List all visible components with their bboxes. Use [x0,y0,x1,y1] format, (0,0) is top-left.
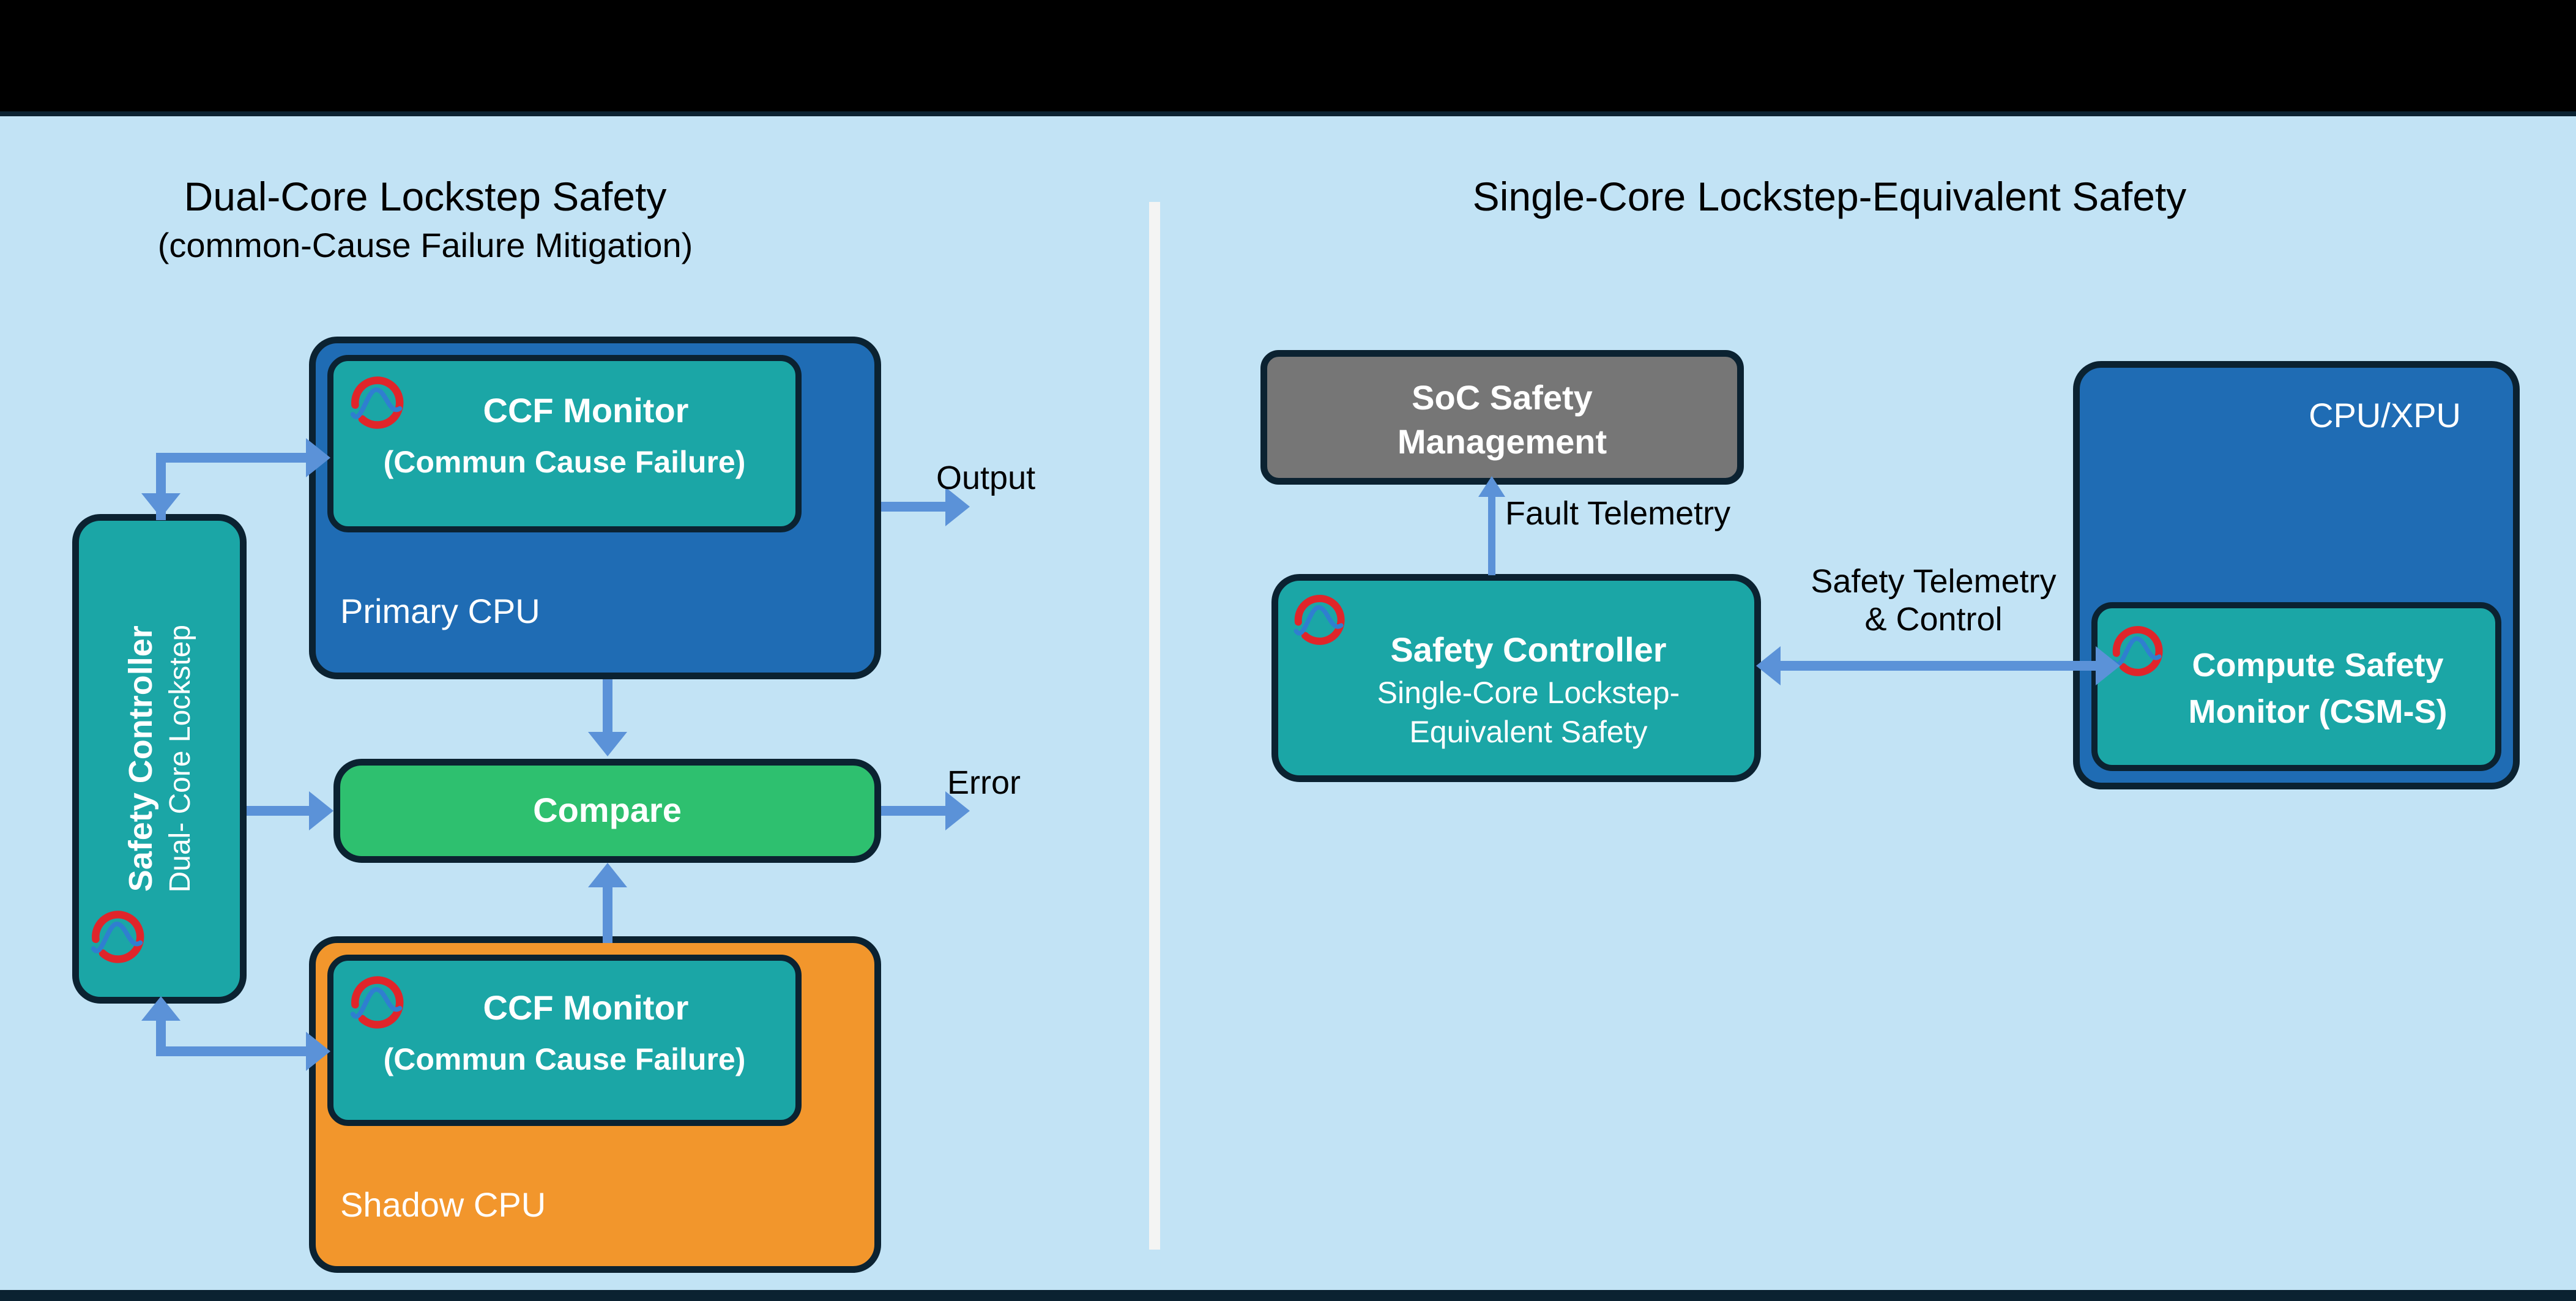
edge-error-label: Error [947,764,1021,801]
edge-safety-telemetry-label: Safety Telemetry & Control [1762,563,2105,638]
edge-sc-to-shadow-h [156,1046,321,1056]
edge-sc-to-compare-arrowhead [309,791,333,830]
single-core-safety-controller-box[interactable]: Safety Controller Single-Core Lockstep- … [1271,574,1761,782]
edge-sc-to-compare [247,806,313,816]
primary-ccf-monitor-subtitle: (Commun Cause Failure) [383,445,746,479]
edge-safety-telemetry-label-line1: Safety Telemetry [1811,563,2057,600]
safety-controller-title: Safety Controller [122,625,159,892]
edge-safety-telemetry-line [1781,661,2099,671]
soc-safety-management-line2: Management [1397,422,1607,461]
edge-shadow-to-compare-arrowhead [588,863,627,887]
edge-fault-telemetry-label: Fault Telemetry [1505,495,1731,532]
edge-output-line [881,502,948,512]
edge-primary-to-compare [603,679,612,738]
compute-safety-monitor-box[interactable]: Compute Safety Monitor (CSM-S) [2091,602,2501,771]
edge-output-label: Output [936,460,1036,496]
right-safety-controller-title: Safety Controller [1390,630,1667,669]
edge-fault-telemetry-line [1488,490,1495,575]
edge-safety-telemetry-label-line2: & Control [1864,600,2003,638]
shadow-ccf-monitor-subtitle: (Commun Cause Failure) [383,1042,746,1076]
edge-sc-to-primary-h [156,453,321,463]
edge-error-line [881,806,948,816]
top-black-band [0,0,2576,111]
primary-ccf-monitor-box[interactable]: CCF Monitor (Commun Cause Failure) [327,355,802,532]
shadow-ccf-monitor-title: CCF Monitor [483,988,689,1027]
compare-box[interactable]: Compare [333,759,881,863]
right-panel-title: Single-Core Lockstep-Equivalent Safety [1472,174,2187,219]
edge-safety-telemetry-arrowhead-right [2096,646,2120,685]
top-rule [0,111,2576,116]
compute-safety-monitor-line1: Compute Safety [2192,647,2444,684]
safety-wave-icon [347,972,406,1031]
edge-output-arrowhead [945,487,970,526]
edge-primary-to-compare-arrowhead [588,732,627,756]
edge-shadow-to-sc-arrowhead [141,996,181,1021]
primary-ccf-monitor-title: CCF Monitor [483,391,689,430]
primary-cpu-label: Primary CPU [340,592,540,630]
panel-divider [1149,202,1160,1250]
safety-wave-icon [2109,622,2165,678]
safety-controller-subtitle: Dual- Core Lockstep [163,625,196,893]
cpu-xpu-label: CPU/XPU [2309,396,2461,434]
edge-shadow-to-compare [603,884,612,943]
edge-fault-telemetry-arrowhead [1478,476,1505,497]
edge-error-arrowhead [945,791,970,830]
compute-safety-monitor-line2: Monitor (CSM-S) [2188,693,2448,730]
edge-sc-to-primary-arrowhead [306,438,330,477]
compare-label: Compare [533,791,682,829]
left-panel-title: Dual-Core Lockstep Safety [184,174,667,219]
right-safety-controller-subtitle-line1: Single-Core Lockstep- [1377,676,1680,710]
shadow-ccf-monitor-box[interactable]: CCF Monitor (Commun Cause Failure) [327,955,802,1126]
soc-safety-management-line1: SoC Safety [1412,378,1593,417]
edge-primary-to-sc-arrowhead [141,493,181,518]
safety-wave-icon [1290,591,1347,647]
edge-safety-telemetry-arrowhead-left [1756,646,1781,685]
bottom-rule [0,1290,2576,1301]
soc-safety-management-box[interactable]: SoC Safety Management [1260,350,1744,485]
right-safety-controller-subtitle-line2: Equivalent Safety [1409,715,1648,749]
edge-sc-to-shadow-arrowhead [306,1032,330,1071]
left-panel-subtitle: (common-Cause Failure Mitigation) [157,226,693,264]
safety-wave-icon [87,906,146,965]
dual-core-safety-controller-box[interactable]: Safety Controller Dual- Core Lockstep [72,514,247,1004]
shadow-cpu-label: Shadow CPU [340,1185,546,1224]
safety-wave-icon [347,372,406,431]
